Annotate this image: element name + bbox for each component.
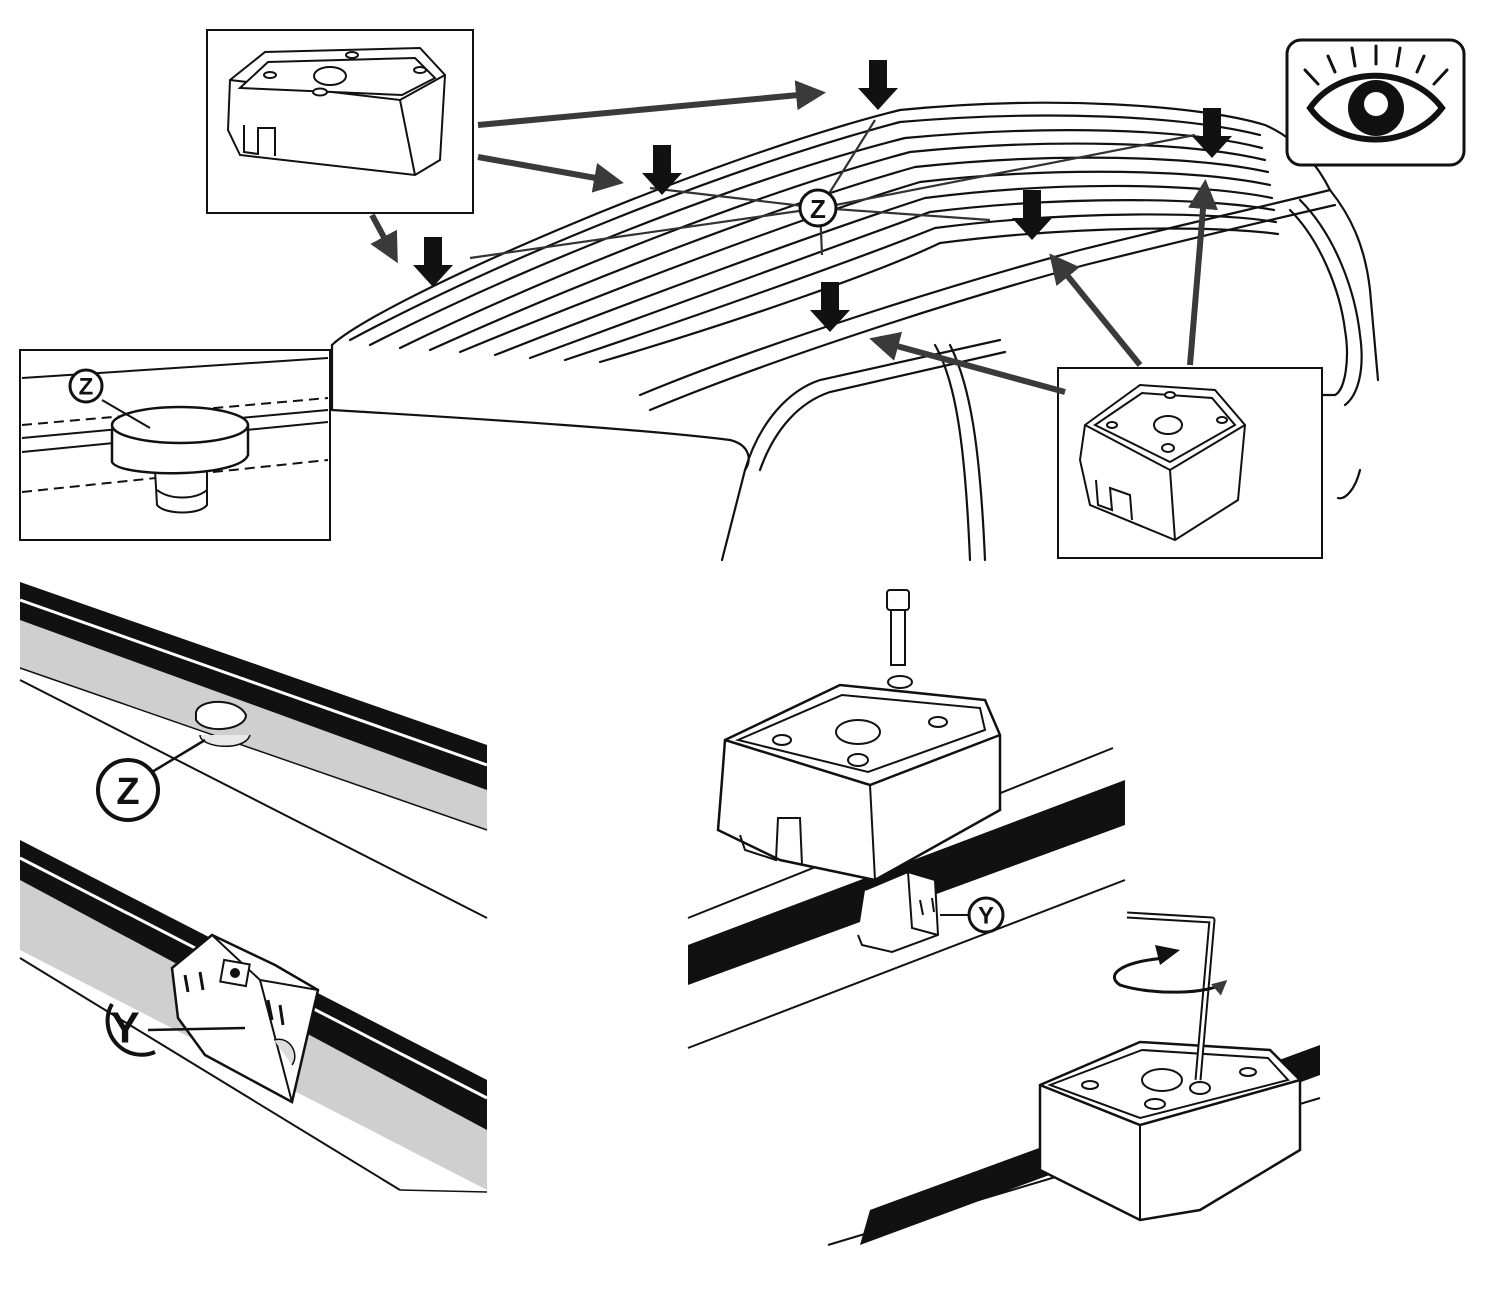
rotate-arrow-icon [1113, 956, 1228, 996]
eye-icon [1285, 38, 1466, 167]
label-z-center: Z [810, 194, 826, 224]
label-z-rail: Z [116, 771, 139, 813]
z-callout-center: Z [798, 188, 838, 228]
label-y-rail: Y [110, 1004, 139, 1053]
label-y-assembly: Y [978, 903, 994, 930]
inset-foot-right [1057, 367, 1323, 559]
down-arrow-icon [858, 60, 898, 110]
inset-foot-top-left [206, 29, 474, 214]
down-arrow-icon [810, 282, 850, 332]
rail-detail-z: Z [19, 582, 488, 919]
z-callout-lines [469, 119, 1196, 260]
foot-assembly-exploded: Y [687, 589, 1126, 1049]
rail-detail-y: Y [19, 840, 488, 1193]
label-z-inset: Z [79, 374, 94, 401]
pointer-arrows-right [869, 179, 1218, 395]
pointer-arrows-top [369, 80, 826, 264]
inset-z-stopper: Z [19, 349, 331, 541]
foot-tightening [827, 911, 1321, 1246]
down-arrow-icon [642, 145, 682, 195]
